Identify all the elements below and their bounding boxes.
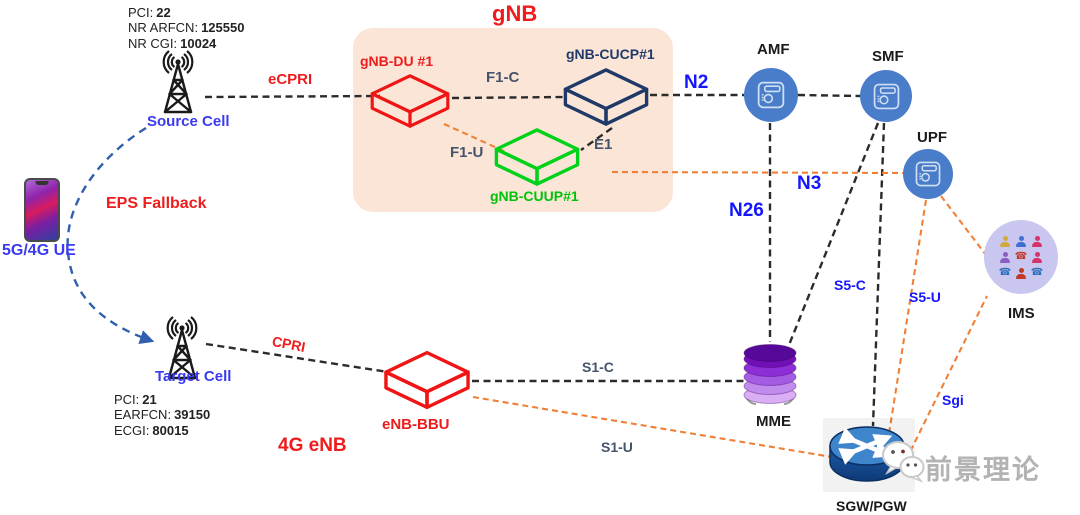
mme-database-icon xyxy=(743,344,797,405)
enb-bbu-box xyxy=(384,350,470,410)
link-n3-label: N3 xyxy=(797,173,822,194)
gnb-cuup-box xyxy=(494,128,580,186)
link-s5c-label: S5-C xyxy=(834,277,866,293)
link-e1-line xyxy=(580,127,613,151)
phone-icon: ☎ xyxy=(998,267,1012,278)
link-s1u-line xyxy=(472,395,839,460)
sgw-pgw-label: SGW/PGW xyxy=(836,498,907,514)
phone-notch xyxy=(35,181,49,185)
link-s5u-label: S5-U xyxy=(909,289,941,305)
target-cell-info: PCI:21 EARFCN:39150 ECGI:80015 xyxy=(114,392,210,438)
ims-services-icons: ☎ ☎ ☎ xyxy=(999,235,1044,280)
source-cell-antenna-icon xyxy=(162,50,194,114)
ims-label: IMS xyxy=(1008,305,1035,322)
link-f1u-label: F1-U xyxy=(450,144,484,161)
link-smf-mme-line xyxy=(785,122,880,351)
source-info-pci: PCI:22 xyxy=(128,5,171,20)
person-icon xyxy=(1031,235,1044,248)
source-info-cgi: NR CGI:10024 xyxy=(128,35,217,51)
link-e1-label: E1 xyxy=(594,136,613,153)
person-icon xyxy=(1031,251,1044,264)
link-s5c-line xyxy=(871,122,886,427)
smf-node xyxy=(860,70,912,122)
server-icon xyxy=(873,83,899,109)
target-info-pci: PCI:21 xyxy=(114,392,157,407)
gnb-cucp-label: gNB-CUCP#1 xyxy=(566,46,655,62)
source-cell-label: Source Cell xyxy=(147,113,230,130)
server-icon xyxy=(757,81,785,109)
person-icon xyxy=(1015,267,1028,280)
target-info-ecgi: ECGI:80015 xyxy=(114,422,189,438)
link-amf-smf-line xyxy=(797,93,861,98)
link-sgi-label: Sgi xyxy=(942,392,964,408)
link-s1c-label: S1-C xyxy=(582,359,614,375)
gnb-cuup-label: gNB-CUUP#1 xyxy=(490,188,579,204)
gnb-du-label: gNB-DU #1 xyxy=(360,53,434,69)
link-f1c-label: F1-C xyxy=(486,69,520,86)
link-cpri-line xyxy=(205,342,389,374)
person-icon xyxy=(999,251,1012,264)
amf-node xyxy=(744,68,798,122)
link-n26-label: N26 xyxy=(729,200,764,221)
target-info-earfcn: EARFCN:39150 xyxy=(114,407,211,423)
eps-fallback-label: EPS Fallback xyxy=(106,195,207,212)
phone-icon: ☎ xyxy=(1030,267,1044,278)
upf-node xyxy=(903,149,953,199)
phone-icon: ☎ xyxy=(1014,251,1028,262)
link-f1c-line xyxy=(451,95,567,100)
ue-label: 5G/4G UE xyxy=(2,242,76,259)
link-s1u-label: S1-U xyxy=(601,439,633,455)
target-cell-antenna-icon xyxy=(166,316,198,380)
source-cell-info: PCI:22 NR ARFCN:125550 NR CGI:10024 xyxy=(128,5,244,51)
link-n2-label: N2 xyxy=(684,72,709,93)
ims-node: ☎ ☎ ☎ xyxy=(984,220,1058,294)
person-icon xyxy=(999,235,1012,248)
eps-fallback-curve xyxy=(66,126,155,344)
target-cell-label: Target Cell xyxy=(155,368,232,385)
wechat-icon xyxy=(882,441,925,483)
link-n3-line xyxy=(611,170,904,175)
gnb-group-box xyxy=(353,28,673,212)
watermark-text: 前景理论 xyxy=(925,455,1041,485)
source-info-arfcn: NR ARFCN:125550 xyxy=(128,20,245,36)
gnb-du-box xyxy=(370,74,450,128)
gnb-cucp-box xyxy=(563,68,649,126)
mme-label: MME xyxy=(756,413,791,430)
server-icon xyxy=(915,161,941,187)
enb-title: 4G eNB xyxy=(278,435,347,456)
link-f1u-line xyxy=(443,123,507,153)
upf-label: UPF xyxy=(917,129,947,146)
link-sgi-line xyxy=(905,295,988,461)
gnb-group-title: gNB xyxy=(492,1,538,26)
amf-label: AMF xyxy=(757,41,790,58)
link-ecpri-label: eCPRI xyxy=(268,71,313,88)
link-s5u-line xyxy=(886,199,928,441)
ue-phone-icon xyxy=(24,178,60,242)
smf-label: SMF xyxy=(872,48,904,65)
link-upf-ims-line xyxy=(940,195,987,256)
enb-bbu-label: eNB-BBU xyxy=(382,416,450,433)
link-ecpri-line xyxy=(204,94,381,99)
person-icon xyxy=(1015,235,1028,248)
